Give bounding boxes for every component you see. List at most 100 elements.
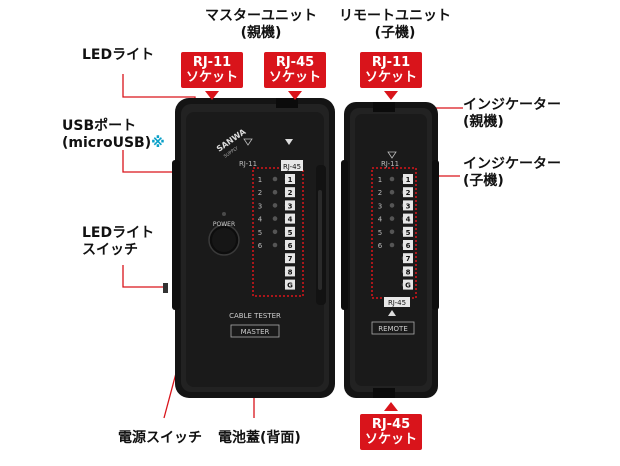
remote-rj45-pin-number: 6 [406,242,411,250]
usb-asterisk: ※ [151,135,165,151]
master-name: MASTER [241,328,270,336]
usb-port-label: USBポート (microUSB)※ [62,118,165,152]
master-rj11-pin-number: 5 [258,229,262,237]
remote-rj11-pin-number: 6 [378,242,383,250]
master-rj45-pin-number: 2 [288,189,293,197]
callout-usb-port [122,150,172,173]
remote-rj11-led [389,176,395,182]
master-rj11-led [272,216,278,221]
remote-rj11-led [389,216,395,221]
master-rj45-pin-number: 7 [288,255,293,263]
master-rj45-pin-number: 5 [288,229,293,237]
master-rj45-pin-box [285,266,295,277]
badge-rj11-remote-line2: ソケット [364,70,417,85]
led-switch-label-line2: スイッチ [82,242,138,258]
indicator-remote-label-line1: インジケーター [463,156,561,172]
remote-rj11-led [389,189,395,195]
master-rj45-pin-box [285,213,295,224]
remote-rj45-pin-box [403,240,413,250]
remote-rj11-led [389,203,395,208]
led-switch-label: LEDライト スイッチ [82,225,154,259]
led-light-label: LEDライト [82,47,155,63]
master-rj45-pin-box [285,200,295,211]
remote-rj11-pin-number: 1 [378,176,382,184]
remote-rj45-label: RJ-45 [388,299,406,307]
master-rj45-pin-box [285,279,295,290]
remote-rj11-pin-number: 5 [378,229,382,237]
indicator-remote-label-line2: (子機) [463,173,504,189]
usb-port-label-line2: (microUSB)※ [62,135,165,152]
remote-rj11-label: RJ-11 [381,160,399,168]
indicator-master-label: インジケーター (親機) [463,97,561,131]
badge-rj11-master-line2: ソケット [185,70,238,85]
master-rj45-pin-number: G [287,282,293,290]
master-rj45-pin-number: 1 [288,176,293,184]
arrow-up-icon [384,402,398,411]
master-rj11-led [272,176,278,182]
master-unit-label: マスターユニット (親機) [196,8,326,42]
callout-led-switch [122,265,166,288]
remote-unit-label-line1: リモートユニット [339,8,451,24]
master-rj45-pin-box [285,240,295,250]
master-rj11-pin-number: 1 [258,176,262,184]
remote-unit-label-line2: (子機) [374,25,416,41]
remote-unit-label: リモートユニット (子機) [330,8,460,42]
power-label: POWER [213,221,235,228]
master-rj45-pin-box [285,187,295,198]
master-rj11-label: RJ-11 [239,160,257,168]
remote-unit [341,102,439,398]
remote-rj45-pin-number: 5 [406,229,411,237]
badge-rj45-master-line2: ソケット [268,70,321,85]
remote-rj45-pin-box [403,253,413,264]
master-rj11-pin-number: 3 [258,202,262,210]
led-switch-label-line1: LEDライト [82,225,155,241]
master-rj45-pin-number: 6 [288,242,293,250]
master-unit [163,98,335,398]
badge-rj45-remote-line1: RJ-45 [371,417,411,432]
remote-rj45-pin-number: 8 [406,268,411,276]
master-rj11-led [272,229,278,235]
master-rj45-pin-box [285,253,295,264]
remote-rj45-pin-number: 2 [406,189,411,197]
master-rj45-pin-number: 3 [288,202,293,210]
badge-rj45-master-line1: RJ-45 [275,55,315,70]
remote-rj11-led [389,242,395,248]
master-rj45-pin-number: 4 [288,216,293,224]
indicator-master-label-line2: (親機) [463,114,504,130]
master-rj11-pin-number: 4 [258,216,263,224]
badge-rj45-remote: RJ-45 ソケット [360,414,422,450]
remote-rj45-pin-box [403,174,413,184]
master-rj45-label: RJ-45 [283,163,301,171]
master-rj11-led [272,203,278,208]
arrow-down-icon [288,91,302,100]
usb-port-label-line1: USBポート [62,118,137,134]
remote-name: REMOTE [378,325,408,333]
remote-rj45-pin-box [403,226,413,237]
remote-rj45-pin-box [403,279,413,290]
cable-tester-caption: CABLE TESTER [229,312,281,320]
remote-rj45-pin-number: 1 [406,176,411,184]
remote-rj11-pin-number: 2 [378,189,382,197]
usb-port-sub: (microUSB) [62,135,152,151]
battery-cover-label: 電池蓋(背面) [218,430,301,446]
master-unit-label-line1: マスターユニット [205,8,317,24]
master-unit-label-line2: (親機) [240,25,282,41]
remote-rj45-pin-box [403,200,413,211]
master-rj45-pin-number: 8 [288,268,293,276]
master-rj45-pin-box [285,174,295,184]
remote-rj45-pin-number: 7 [406,255,411,263]
remote-rj11-pin-number: 4 [378,216,383,224]
remote-rj11-pin-number: 3 [378,202,382,210]
remote-rj45-pin-number: 4 [406,216,411,224]
badge-rj11-master: RJ-11 ソケット [181,52,243,88]
indicator-master-label-line1: インジケーター [463,97,561,113]
remote-rj11-led [389,229,395,235]
master-rj11-pin-number: 2 [258,189,262,197]
power-switch-label: 電源スイッチ [118,430,202,446]
badge-rj45-master: RJ-45 ソケット [264,52,326,88]
remote-rj45-pin-box [403,266,413,277]
badge-rj11-master-line1: RJ-11 [192,55,232,70]
remote-rj45-pin-number: G [405,282,411,290]
